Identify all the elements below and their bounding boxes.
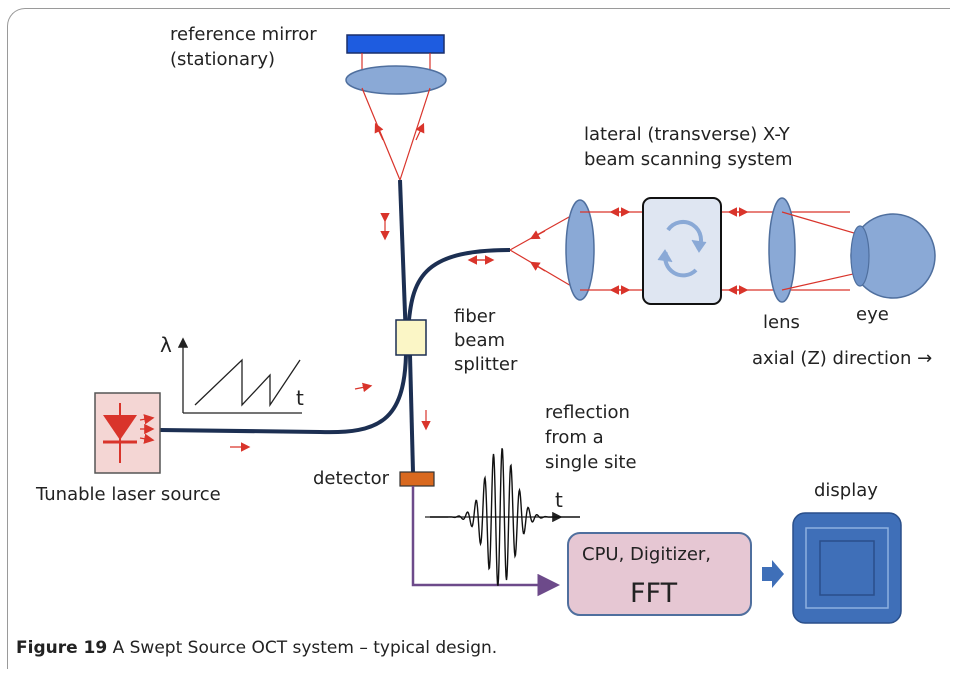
focusing-lens <box>768 197 796 303</box>
reference-fiber <box>398 179 408 341</box>
reflection-label-2: from a <box>545 427 604 448</box>
fiber-beam-splitter <box>395 319 427 356</box>
source-fiber-arrow-1 <box>354 382 373 393</box>
sweep-sawtooth <box>194 358 301 408</box>
cpu-label-2: FFT <box>630 578 678 609</box>
reference-mirror-label-2: (stationary) <box>170 49 275 70</box>
laser-label: Tunable laser source <box>35 484 221 505</box>
signal-t-label: t <box>555 488 563 512</box>
rotation-icon <box>657 220 707 278</box>
detector-fiber <box>408 354 415 473</box>
cpu-label-1: CPU, Digitizer, <box>582 544 711 565</box>
reference-mirror-label-1: reference mirror <box>170 24 317 45</box>
sweep-t-label: t <box>296 386 304 410</box>
eye-label: eye <box>856 304 889 325</box>
reflection-label-3: single site <box>545 452 637 473</box>
cpu-box <box>567 532 752 616</box>
lens-label: lens <box>763 312 800 333</box>
laser-source-box <box>94 392 161 474</box>
ref-arrow-right <box>415 122 425 141</box>
collimating-lens <box>565 199 595 301</box>
figure-frame <box>7 8 950 669</box>
splitter-label-1: fiber <box>454 306 496 327</box>
detector-box <box>399 471 435 487</box>
caption-text: A Swept Source OCT system – typical desi… <box>107 638 498 658</box>
display-label: display <box>814 480 878 501</box>
reference-lens <box>345 65 447 95</box>
splitter-label-3: splitter <box>454 354 518 375</box>
reflection-waveform <box>430 448 580 586</box>
source-fiber <box>159 354 408 435</box>
lambda-label: λ <box>160 333 172 357</box>
sample-arrow-up <box>529 230 546 240</box>
reference-mirror <box>346 34 445 54</box>
reflection-label-1: reflection <box>545 402 630 423</box>
ref-arrow-left <box>374 122 384 141</box>
sample-fiber <box>406 248 511 331</box>
lateral-label-1: lateral (transverse) X-Y <box>584 124 791 145</box>
sample-arrow-down <box>529 261 546 272</box>
laser-diode-icon <box>103 403 155 463</box>
detector-label: detector <box>313 468 390 489</box>
cpu-to-display-arrow <box>762 560 784 588</box>
signal-line <box>411 486 560 597</box>
ref-converge-left <box>361 87 401 181</box>
caption-label: Figure 19 <box>16 638 108 658</box>
splitter-label-2: beam <box>454 330 505 351</box>
ref-converge-right <box>399 87 431 181</box>
scanning-system <box>642 197 722 305</box>
axial-label: axial (Z) direction → <box>752 348 932 369</box>
display-inner <box>819 540 875 596</box>
figure-caption: Figure 19 A Swept Source OCT system – ty… <box>16 638 497 658</box>
eye-cornea <box>850 225 870 287</box>
lateral-label-2: beam scanning system <box>584 149 793 170</box>
